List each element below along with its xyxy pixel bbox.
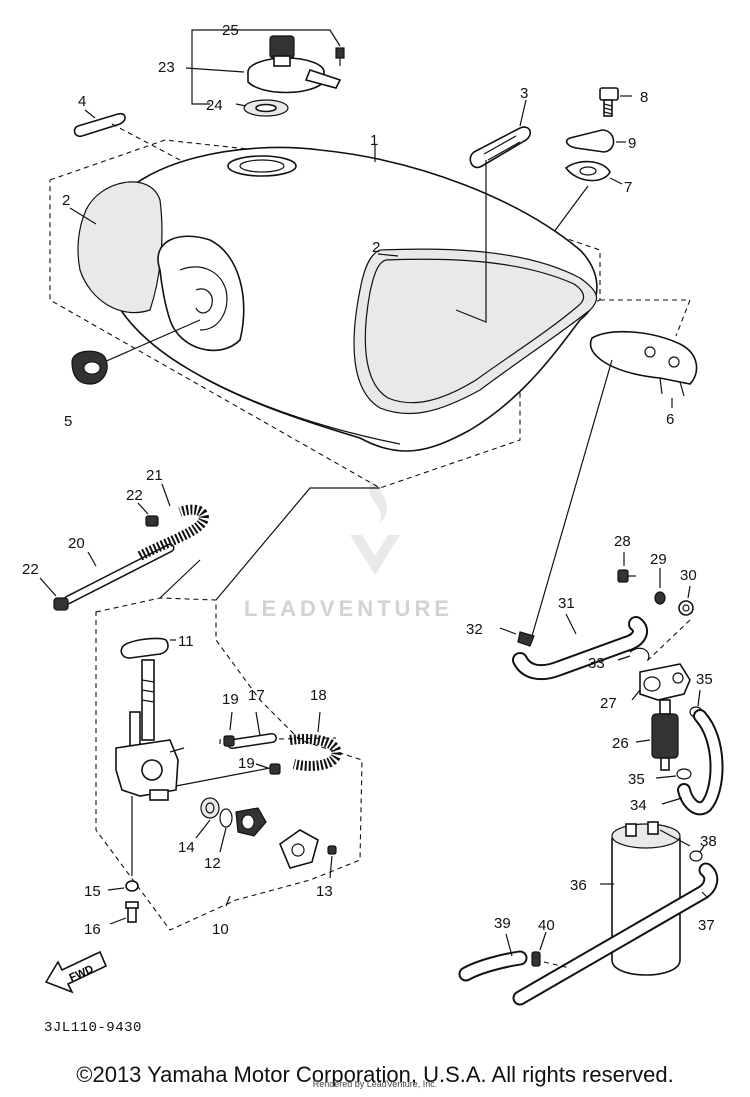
part-35-clip-b (676, 768, 692, 780)
callout-39: 39 (494, 915, 511, 932)
part-19-clip-b (269, 763, 281, 775)
watermark-logo (350, 480, 400, 575)
diagram-code: 3JL110-9430 (44, 1020, 142, 1036)
part-17-hose (227, 733, 277, 749)
callout-19-bottom: 19 (238, 755, 255, 772)
callout-21: 21 (146, 467, 163, 484)
part-38-clip (689, 850, 703, 862)
part-26-fuel-filter (651, 699, 679, 771)
part-9-washer (565, 129, 615, 153)
fuel-tank (49, 139, 601, 489)
part-18-spring (289, 734, 342, 771)
callout-33: 33 (588, 655, 605, 672)
part-20-hose (63, 543, 175, 605)
part-16-bolt (125, 901, 139, 923)
callout-5: 5 (64, 413, 72, 430)
part-11-gasket (120, 637, 169, 659)
callout-28: 28 (614, 533, 631, 550)
callout-16: 16 (84, 921, 101, 938)
callout-7: 7 (624, 179, 632, 196)
callout-14: 14 (178, 839, 195, 856)
part-27-bracket (639, 663, 691, 701)
part-15-washer (125, 880, 139, 892)
callout-38: 38 (700, 833, 717, 850)
fuel-cock (115, 659, 185, 801)
rendered-by-text: Rendered by LeadVenture, Inc. (312, 1079, 438, 1089)
part-28-bolt (617, 569, 636, 583)
callout-29: 29 (650, 551, 667, 568)
part-14-washer (200, 797, 220, 819)
part-34-hose (677, 709, 724, 816)
callout-2-right: 2 (372, 239, 380, 256)
part-22-clip-a (145, 515, 159, 527)
callout-8: 8 (640, 89, 648, 106)
part-40-clip (531, 951, 541, 967)
part-7-grommet (564, 160, 611, 182)
callout-13: 13 (316, 883, 333, 900)
callout-6: 6 (666, 411, 674, 428)
part-12-lever (235, 807, 267, 837)
callout-22-top: 22 (126, 487, 143, 504)
callout-32: 32 (466, 621, 483, 638)
callout-10: 10 (212, 921, 229, 938)
part-31-hose (512, 616, 649, 681)
part-5-cushion (71, 350, 108, 385)
part-33-clip (629, 647, 650, 661)
watermark-text: LEADVENTURE (244, 596, 454, 621)
part-3-emblem (469, 126, 532, 169)
copyright-notice: ©2013 Yamaha Motor Corporation, U.S.A. A… (76, 1062, 674, 1087)
callout-labels: 1 2 2 3 4 5 6 7 8 9 10 11 12 13 14 15 16… (22, 22, 717, 938)
callout-23: 23 (158, 59, 175, 76)
callout-31: 31 (558, 595, 575, 612)
callout-2-left: 2 (62, 192, 70, 209)
callout-24: 24 (206, 97, 223, 114)
fuel-cap-assembly (243, 35, 345, 117)
part-4-pad (73, 112, 126, 138)
part-29-washer (654, 591, 666, 605)
callout-12: 12 (204, 855, 221, 872)
part-39-hose (458, 950, 528, 982)
part-12-o-ring (219, 808, 233, 828)
callout-19-top: 19 (222, 691, 239, 708)
callout-27: 27 (600, 695, 617, 712)
callout-15: 15 (84, 883, 101, 900)
callout-11: 11 (178, 633, 194, 650)
callout-25: 25 (222, 22, 239, 39)
part-21-spring (137, 504, 209, 561)
callout-26: 26 (612, 735, 629, 752)
part-22-clip-b (53, 597, 69, 611)
part-13-screw (327, 845, 337, 855)
part-19-clip-a (223, 735, 235, 747)
callout-30: 30 (680, 567, 697, 584)
callout-9: 9 (628, 135, 636, 152)
part-8-bolt (599, 87, 619, 117)
part-37-hose (512, 862, 719, 1006)
fwd-arrow-icon: FWD (44, 950, 108, 994)
callout-37: 37 (698, 917, 715, 934)
callout-3: 3 (520, 85, 528, 102)
callout-20: 20 (68, 535, 85, 552)
callout-18: 18 (310, 687, 327, 704)
part-30-nut (678, 600, 694, 616)
callout-36: 36 (570, 877, 587, 894)
part-32-clip (517, 631, 535, 647)
part-13-plate (279, 829, 319, 869)
callout-22-left: 22 (22, 561, 39, 578)
callout-1: 1 (370, 132, 378, 149)
part-6-bracket (589, 330, 698, 397)
callout-34: 34 (630, 797, 647, 814)
callout-40: 40 (538, 917, 555, 934)
callout-35-top: 35 (696, 671, 713, 688)
callout-4: 4 (78, 93, 86, 110)
callout-17: 17 (248, 687, 265, 704)
callout-35-bottom: 35 (628, 771, 645, 788)
